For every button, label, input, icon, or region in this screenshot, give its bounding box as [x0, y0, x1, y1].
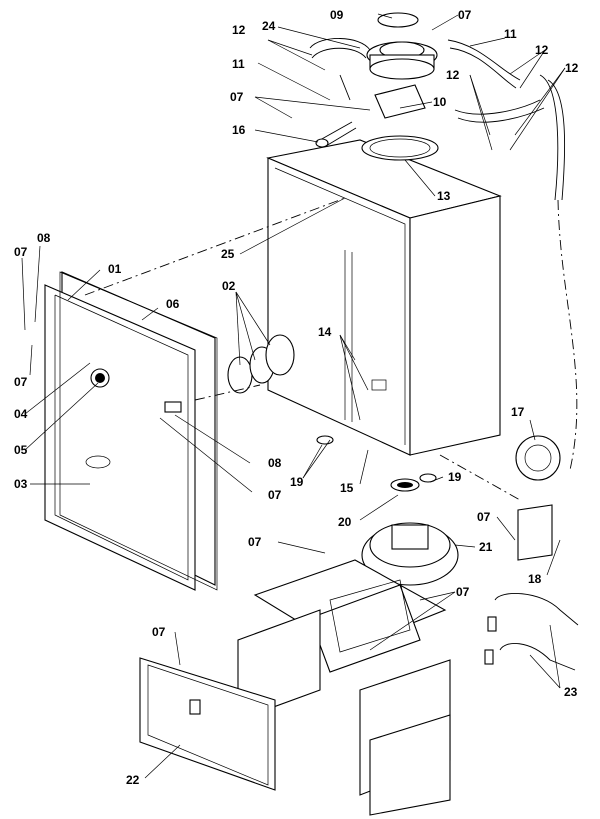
label-01: 01 [108, 262, 122, 276]
label-07: 07 [268, 488, 282, 502]
label-16: 16 [232, 123, 246, 137]
label-12: 12 [565, 61, 579, 75]
label-19: 19 [448, 470, 462, 484]
label-06: 06 [166, 297, 180, 311]
label-22: 22 [126, 773, 140, 787]
label-07: 07 [14, 245, 28, 259]
label-03: 03 [14, 477, 28, 491]
label-23: 23 [564, 685, 578, 699]
label-19: 19 [290, 475, 304, 489]
label-07: 07 [456, 585, 470, 599]
label-12: 12 [232, 23, 246, 37]
label-21: 21 [479, 540, 493, 554]
flue-assembly [361, 12, 439, 161]
front-panel [44, 271, 218, 591]
label-13: 13 [437, 189, 451, 203]
label-12: 12 [446, 68, 460, 82]
label-18: 18 [528, 572, 542, 586]
label-05: 05 [14, 443, 28, 457]
label-25: 25 [221, 247, 235, 261]
label-09: 09 [330, 8, 344, 22]
label-11: 11 [232, 57, 245, 71]
label-07: 07 [14, 375, 28, 389]
fan-assembly [316, 435, 459, 586]
side-panel [139, 657, 276, 791]
label-15: 15 [340, 481, 354, 495]
hoses [309, 38, 578, 471]
label-12: 12 [535, 43, 549, 57]
label-10: 10 [433, 95, 447, 109]
label-07: 07 [477, 510, 491, 524]
label-02: 02 [222, 279, 236, 293]
cables [484, 593, 579, 671]
lower-chassis [237, 559, 451, 816]
boiler-casing [266, 139, 502, 456]
pressure-switch [515, 435, 561, 561]
label-07: 07 [248, 535, 262, 549]
callout-labels: 09 07 12 24 11 12 11 12 12 07 10 16 13 2… [14, 8, 579, 787]
label-14: 14 [318, 325, 332, 339]
label-08: 08 [37, 231, 51, 245]
label-17: 17 [511, 405, 525, 419]
label-08: 08 [268, 456, 282, 470]
label-24: 24 [262, 19, 276, 33]
label-20: 20 [338, 515, 352, 529]
label-07: 07 [152, 625, 166, 639]
label-04: 04 [14, 407, 28, 421]
label-07: 07 [458, 8, 472, 22]
sight-glass-parts [227, 334, 295, 394]
label-11: 11 [504, 27, 517, 41]
label-07: 07 [230, 90, 244, 104]
leader-lines [21, 13, 566, 779]
